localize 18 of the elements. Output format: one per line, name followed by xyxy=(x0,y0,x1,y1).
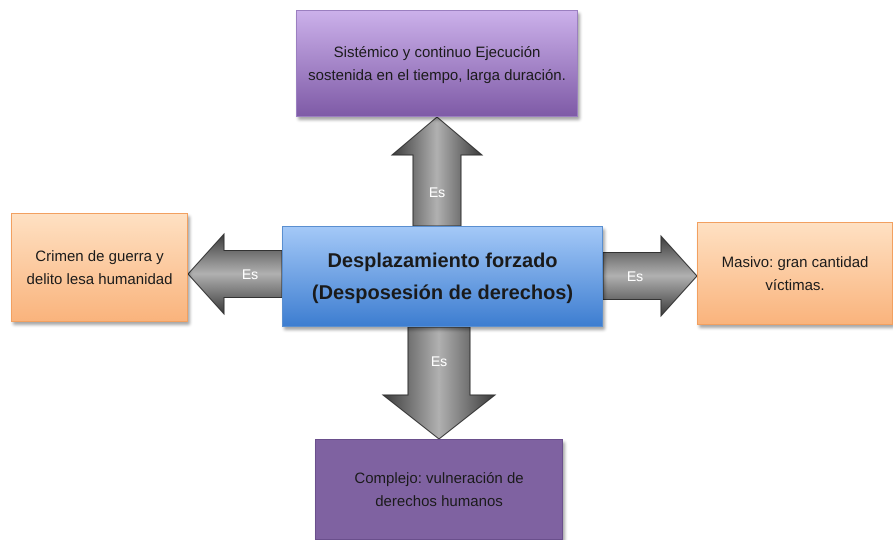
node-text: Crimen de guerra y delito lesa humanidad xyxy=(26,246,174,290)
block-arrow xyxy=(382,326,496,440)
block-arrow xyxy=(602,234,698,318)
text-box xyxy=(315,439,563,540)
edge-label: Es xyxy=(428,184,446,200)
block-arrow xyxy=(390,116,484,226)
node-text: Complejo: vulneración de derechos humanos xyxy=(353,468,525,512)
node-text: Sistémico y continuo Ejecución sostenida en el tiempo, larga duración. xyxy=(307,42,567,86)
node-text: Desplazamiento forzado (Desposesión de derechos) xyxy=(310,248,574,306)
edge-label: Es xyxy=(430,353,448,369)
text-box xyxy=(282,226,603,327)
edge-label: Es xyxy=(242,266,258,282)
text-box xyxy=(296,10,578,117)
edge-label: Es xyxy=(626,268,644,284)
text-box xyxy=(11,213,188,322)
node-text: Masivo: gran cantidad víctimas. xyxy=(720,252,870,296)
block-arrow xyxy=(187,232,282,316)
text-box xyxy=(697,222,893,325)
